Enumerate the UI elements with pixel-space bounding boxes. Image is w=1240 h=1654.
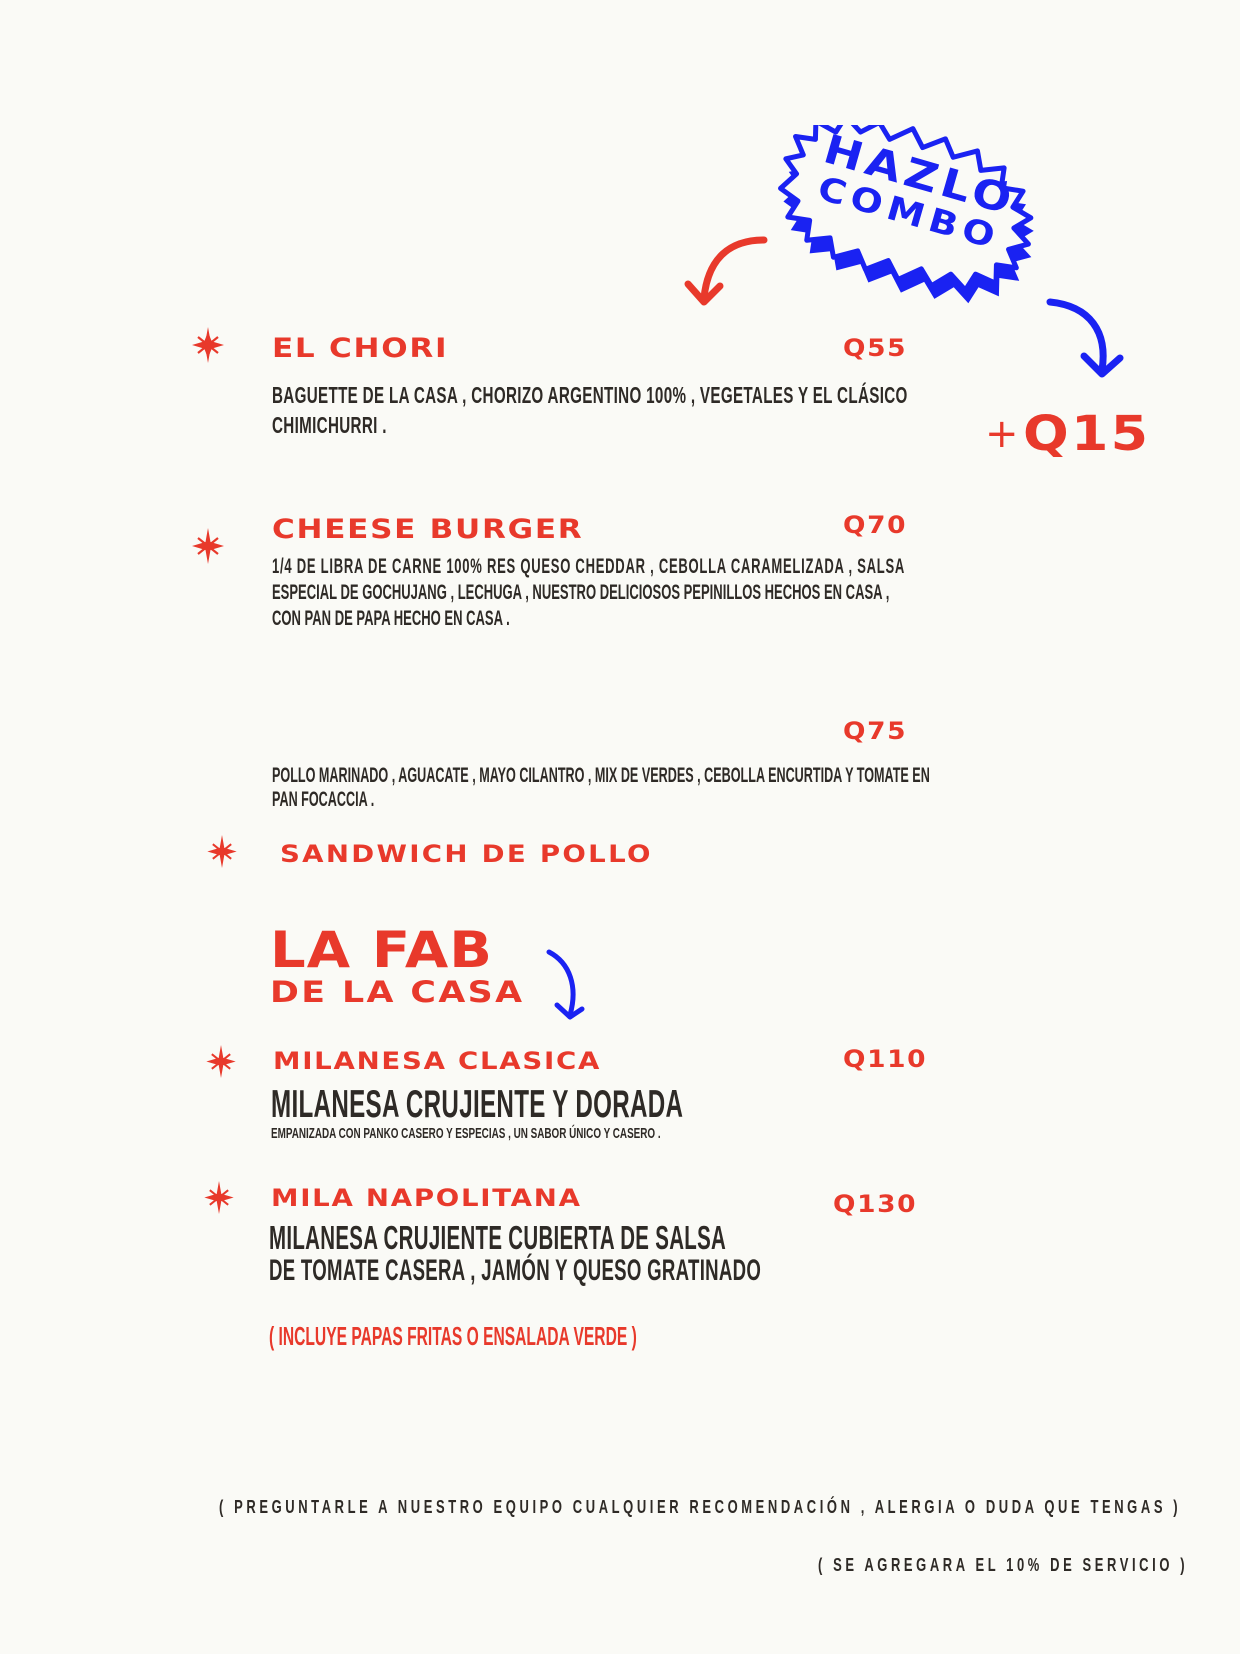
menu-item-name: CHEESE BURGER (272, 514, 584, 545)
combo-price-value: Q15 (1022, 406, 1151, 462)
curved-arrow-red-icon (684, 236, 768, 306)
combo-badge: HAZLO COMBO (770, 125, 1055, 305)
menu-item-headline: MILANESA CRUJIENTE Y DORADA (271, 1083, 684, 1126)
menu-item-description: DE TOMATE CASERA , JAMÓN Y QUESO GRATINA… (269, 1254, 762, 1287)
footer-note: ( PREGUNTARLE A NUESTRO EQUIPO CUALQUIER… (219, 1497, 1182, 1517)
combo-price: + Q15 (985, 410, 1148, 458)
menu-item-description: CON PAN DE PAPA HECHO EN CASA . (272, 607, 510, 630)
menu-item-price: Q70 (843, 511, 908, 539)
combo-price-prefix: + (985, 411, 1019, 457)
menu-item-description: CHIMICHURRI . (272, 412, 387, 438)
starburst-badge-icon (778, 125, 1034, 304)
menu-item-description: ESPECIAL DE GOCHUJANG , LECHUGA , NUESTR… (272, 581, 890, 604)
section-subheading: DE LA CASA (270, 975, 525, 1009)
menu-item-description: PAN FOCACCIA . (272, 788, 375, 811)
section-heading: LA FAB (270, 921, 494, 979)
menu-item-description: 1/4 DE LIBRA DE CARNE 100% RES QUESO CHE… (272, 555, 906, 578)
includes-note: ( INCLUYE PAPAS FRITAS O ENSALADA VERDE … (269, 1321, 637, 1351)
menu-item-name: SANDWICH DE POLLO (280, 840, 653, 868)
footer-service-note: ( SE AGREGARA EL 10% DE SERVICIO ) (818, 1555, 1189, 1575)
menu-item-price: Q130 (833, 1190, 918, 1218)
menu-item-price: Q75 (843, 717, 908, 745)
menu-item-description: POLLO MARINADO , AGUACATE , MAYO CILANTR… (272, 764, 930, 787)
star-bullet-icon (207, 835, 237, 868)
menu-item-name: MILA NAPOLITANA (271, 1184, 582, 1212)
star-bullet-icon (204, 1181, 234, 1214)
menu-item-price: Q110 (843, 1045, 928, 1073)
menu-item-name: EL CHORI (272, 333, 449, 364)
menu-item-description: BAGUETTE DE LA CASA , CHORIZO ARGENTINO … (272, 382, 908, 408)
star-bullet-icon (192, 528, 224, 564)
star-bullet-icon (206, 1045, 236, 1078)
star-bullet-icon (192, 327, 224, 363)
curved-arrow-blue-small-icon (546, 949, 585, 1020)
curved-arrow-blue-icon (1046, 298, 1124, 378)
menu-item-price: Q55 (843, 334, 908, 362)
menu-item-headline: MILANESA CRUJIENTE CUBIERTA DE SALSA (269, 1219, 727, 1256)
menu-item-name: MILANESA CLASICA (273, 1047, 602, 1075)
menu-item-description: EMPANIZADA CON PANKO CASERO Y ESPECIAS ,… (271, 1125, 661, 1142)
